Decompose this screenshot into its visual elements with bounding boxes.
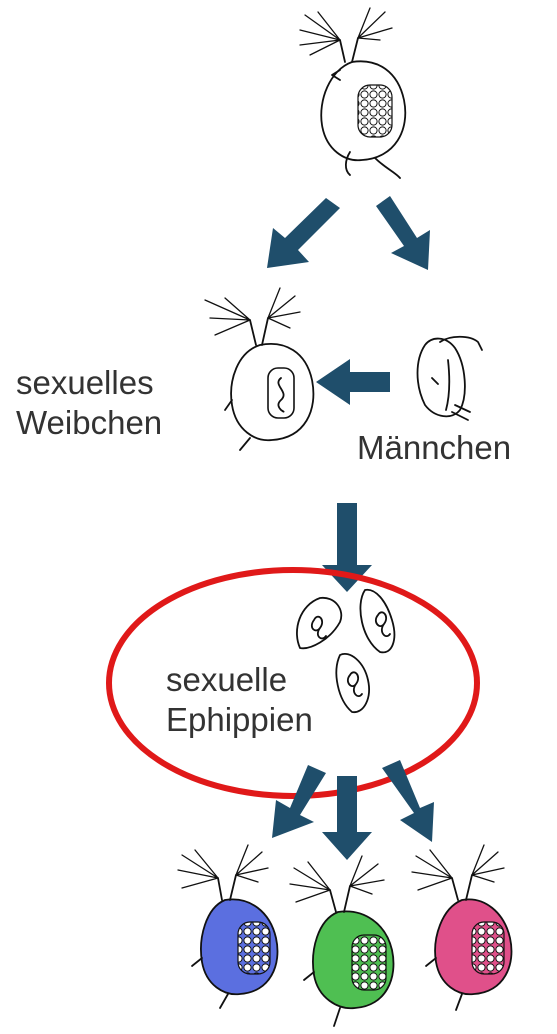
sexual-female-label: sexuelles Weibchen [16, 363, 162, 443]
arrow-to-offspring-left [272, 765, 326, 838]
offspring-daphnia-pink [412, 845, 512, 1010]
ephippia-label: sexuelle Ephippien [166, 660, 313, 740]
offspring-daphnia-green [290, 856, 393, 1026]
arrow-to-male [376, 196, 430, 270]
male-label: Männchen [357, 428, 511, 468]
ephippia-label-line1: sexuelle [166, 660, 313, 700]
sexual-female-label-line2: Weibchen [16, 403, 162, 443]
ephippia-label-line2: Ephippien [166, 700, 313, 740]
parent-daphnia-drawing [300, 8, 405, 178]
arrow-to-female [267, 198, 340, 268]
offspring-daphnia-blue [178, 845, 278, 1008]
male-daphnia-drawing [418, 337, 483, 420]
arrow-male-to-female [316, 359, 390, 405]
sexual-female-drawing [205, 288, 313, 450]
sexual-female-label-line1: sexuelles [16, 363, 162, 403]
